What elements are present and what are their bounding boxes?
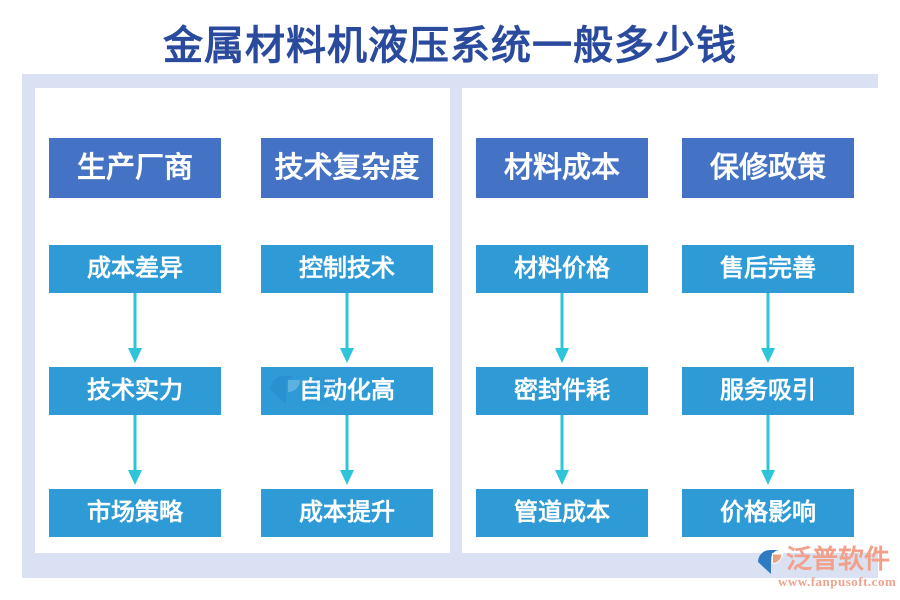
- column-1-step-3[interactable]: 成本提升: [261, 489, 433, 537]
- column-3-header[interactable]: 保修政策: [682, 138, 854, 198]
- column-3-arrow-2: [761, 415, 775, 485]
- column-3-step-3[interactable]: 价格影响: [682, 489, 854, 537]
- column-1-step-2[interactable]: 自动化高: [261, 367, 433, 415]
- column-0-step-3[interactable]: 市场策略: [49, 489, 221, 537]
- column-3-arrow-1: [761, 293, 775, 363]
- brand-url: www.fanpusoft.com: [778, 574, 897, 589]
- column-1-header[interactable]: 技术复杂度: [261, 138, 433, 198]
- column-0-header[interactable]: 生产厂商: [49, 138, 221, 198]
- column-0-arrow-1: [128, 293, 142, 363]
- brand-mark-icon: [758, 550, 783, 574]
- column-0-step-1[interactable]: 成本差异: [49, 245, 221, 293]
- page-title: 金属材料机液压系统一般多少钱: [163, 23, 737, 68]
- column-2-arrow-1: [555, 293, 569, 363]
- column-3-step-1[interactable]: 售后完善: [682, 245, 854, 293]
- column-1-step-1[interactable]: 控制技术: [261, 245, 433, 293]
- brand-logo: 泛普软件 www.fanpusoft.com: [756, 545, 897, 592]
- column-2-header[interactable]: 材料成本: [476, 138, 648, 198]
- column-3-step-2[interactable]: 服务吸引: [682, 367, 854, 415]
- column-1-arrow-2: [340, 415, 354, 485]
- column-2-step-2[interactable]: 密封件耗: [476, 367, 648, 415]
- column-0-step-2[interactable]: 技术实力: [49, 367, 221, 415]
- column-2-step-3[interactable]: 管道成本: [476, 489, 648, 537]
- column-0-arrow-2: [128, 415, 142, 485]
- column-2-step-1[interactable]: 材料价格: [476, 245, 648, 293]
- flow-column-2: 材料成本 材料价格 密封件耗 管道成本: [476, 0, 648, 600]
- flow-column-1: 技术复杂度 控制技术 自动化高 成本提升: [261, 0, 433, 600]
- flow-column-0: 生产厂商 成本差异 技术实力 市场策略: [49, 0, 221, 600]
- column-2-arrow-2: [555, 415, 569, 485]
- column-1-arrow-1: [340, 293, 354, 363]
- brand-name: 泛普软件: [786, 545, 891, 574]
- flow-column-3: 保修政策 售后完善 服务吸引 价格影响: [682, 0, 854, 600]
